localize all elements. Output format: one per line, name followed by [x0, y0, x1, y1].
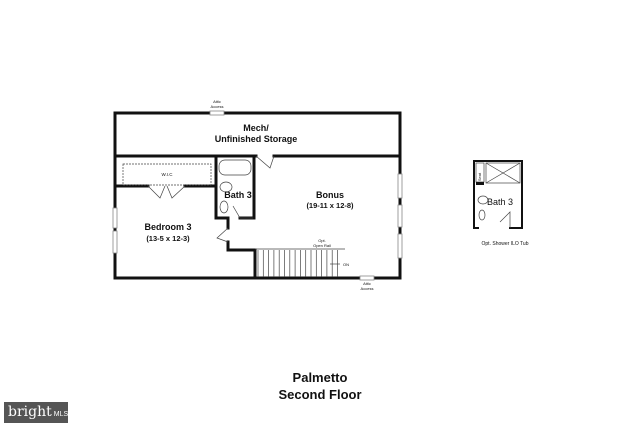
- bonus-size: (19-11 x 12-8): [306, 201, 354, 210]
- logo-brand: bright: [8, 404, 52, 420]
- attic-label: Attic: [213, 99, 221, 104]
- rail-label: Opt.: [318, 238, 326, 243]
- bedroom-door[interactable]: [216, 227, 229, 243]
- toilet: [219, 181, 233, 193]
- sink: [219, 200, 229, 214]
- bath-door[interactable]: [232, 205, 253, 219]
- bath-label: Bath 3: [224, 190, 252, 200]
- window: [112, 207, 118, 229]
- bedroom-size: (13-5 x 12-3): [146, 234, 190, 243]
- attic-access-bottom[interactable]: [359, 275, 375, 281]
- storage-door[interactable]: [255, 155, 275, 169]
- wic-label: W.I.C: [162, 172, 174, 177]
- wic-doors[interactable]: [147, 185, 186, 199]
- bedroom-label: Bedroom 3: [144, 222, 191, 232]
- seat-label: Seat: [477, 172, 482, 181]
- attic-label-bottom-2: Access: [361, 286, 374, 291]
- option-bath-label: Bath 3: [487, 197, 513, 207]
- logo-suffix: MLS: [53, 411, 69, 418]
- mech-label: Mech/: [243, 123, 269, 133]
- window: [397, 233, 403, 259]
- window: [397, 204, 403, 228]
- bathtub: [218, 159, 252, 176]
- stair-direction: ON: [343, 262, 349, 267]
- bath-walls: [214, 154, 227, 220]
- wic-shelf: [122, 163, 212, 186]
- mech-label-2: Unfinished Storage: [215, 134, 298, 144]
- window: [112, 230, 118, 254]
- option-caption: Opt. Shower ILO Tub: [482, 241, 529, 247]
- rail-label-2: Open Rail: [313, 243, 331, 248]
- optional-bath-plan: Seat Bath 3: [473, 160, 523, 229]
- plan-subtitle: Second Floor: [278, 387, 361, 402]
- attic-access-top[interactable]: [209, 110, 225, 116]
- stairs: [257, 250, 338, 277]
- plan-title: Palmetto: [293, 370, 348, 385]
- bonus-label: Bonus: [316, 190, 344, 200]
- window: [397, 173, 403, 199]
- attic-label-bottom: Attic: [363, 281, 371, 286]
- attic-label-2: Access: [211, 104, 224, 109]
